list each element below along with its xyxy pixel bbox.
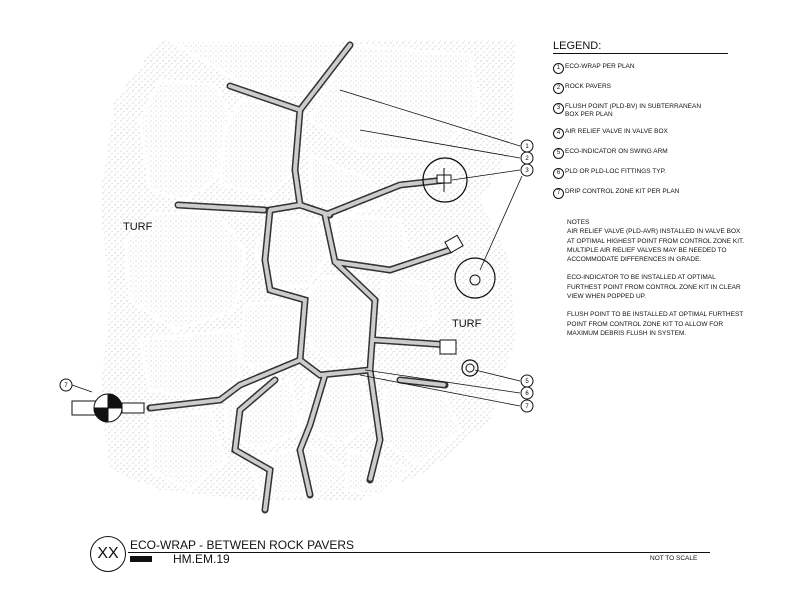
rock-pavers <box>123 38 482 497</box>
callout-3: 3 <box>520 163 534 177</box>
note: FLUSH POINT TO BE INSTALLED AT OPTIMAL F… <box>567 311 744 337</box>
note: AIR RELIEF VALVE (PLD-AVR) INSTALLED IN … <box>567 228 745 264</box>
air-relief-valve-box <box>444 234 496 299</box>
detail-id: XX <box>90 536 126 572</box>
svg-text:3: 3 <box>525 168 529 174</box>
callout-7-kit: 7 <box>59 378 73 392</box>
turf-label-right: TURF <box>452 318 482 330</box>
notes: NOTES AIR RELIEF VALVE (PLD-AVR) INSTALL… <box>567 218 747 347</box>
eco-indicator <box>439 339 479 377</box>
detail-title: ECO-WRAP - BETWEEN ROCK PAVERS <box>130 538 355 552</box>
svg-text:2: 2 <box>525 156 529 162</box>
callout-1: 1 <box>520 139 534 153</box>
hunter-logo: Hunter <box>130 556 152 562</box>
callout-7: 7 <box>520 399 534 413</box>
notes-title: NOTES <box>567 219 590 226</box>
title-rule <box>128 552 710 553</box>
svg-text:6: 6 <box>525 391 529 397</box>
leader-lines <box>71 89 523 407</box>
svg-text:7: 7 <box>525 404 529 410</box>
turf-label-left: TURF <box>123 221 153 233</box>
note: ECO-INDICATOR TO BE INSTALLED AT OPTIMAL… <box>567 274 741 301</box>
scale-note: NOT TO SCALE <box>650 555 698 562</box>
svg-text:1: 1 <box>525 144 529 150</box>
drip-control-zone-kit <box>71 393 145 423</box>
eco-wrap-lines <box>146 41 454 514</box>
detail-code: HM.EM.19 <box>173 552 230 566</box>
callout-2: 2 <box>520 151 534 165</box>
legend-title: LEGEND: <box>553 40 728 54</box>
callout-5: 5 <box>520 374 534 388</box>
flush-point-box <box>422 157 468 203</box>
callout-6: 6 <box>520 386 534 400</box>
svg-text:5: 5 <box>525 379 529 385</box>
callout-bubbles: 1 2 3 5 6 7 7 <box>59 139 534 413</box>
svg-text:7: 7 <box>64 383 68 389</box>
